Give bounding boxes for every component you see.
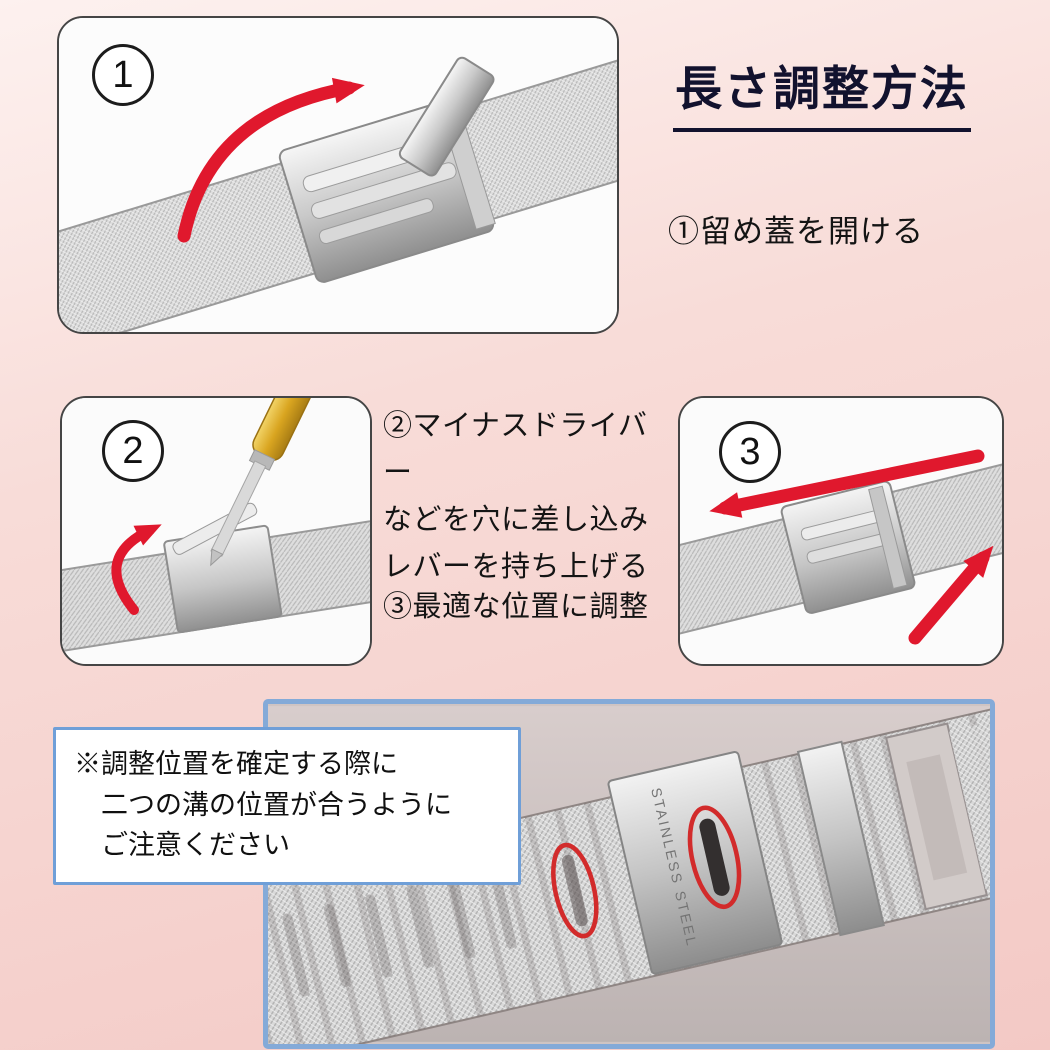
clasp-groove xyxy=(699,818,730,896)
red-curved-arrow-icon xyxy=(111,524,162,615)
red-curved-arrow-icon xyxy=(177,77,365,243)
caution-note-line: ※調整位置を確定する際に xyxy=(74,749,398,779)
step2-caption-line: ②マイナスドライバー xyxy=(383,410,648,489)
page-title-text: 長さ調整方法 xyxy=(673,50,971,132)
step3-number-badge: 3 xyxy=(719,421,781,483)
step2-caption-line: レバーを持ち上げる xyxy=(383,550,649,583)
red-arrow-up-right-icon xyxy=(908,545,994,645)
panel-step3-photo: 3 xyxy=(678,396,1004,666)
screwdriver-lever-photo xyxy=(62,398,370,664)
band-keeper xyxy=(796,740,885,937)
flathead-screwdriver xyxy=(210,398,328,567)
red-arrow-left-icon xyxy=(709,449,985,518)
step3-caption: ③最適な位置に調整 xyxy=(383,591,649,623)
step3-number: 3 xyxy=(739,430,761,473)
step1-caption: ①留め蓋を開ける xyxy=(668,214,924,249)
step2-number: 2 xyxy=(122,429,144,472)
open-clasp-lid xyxy=(398,56,495,177)
step2-caption: ②マイナスドライバー などを穴に差し込み レバーを持ち上げる xyxy=(383,403,675,591)
step2-caption-line: などを穴に差し込み xyxy=(383,503,649,536)
red-oval-highlight-band-groove xyxy=(551,842,599,939)
panel-step1-photo: 1 xyxy=(57,16,619,334)
caution-note-line: 二つの溝の位置が合うように xyxy=(101,789,452,820)
band-groove xyxy=(561,854,588,927)
panel-step2-photo: 2 xyxy=(60,396,372,666)
step2-number-badge: 2 xyxy=(102,420,164,482)
caution-note: ※調整位置を確定する際に 二つの溝の位置が合うように ご注意ください xyxy=(53,727,521,885)
red-oval-highlight-clasp-groove xyxy=(687,805,742,910)
step1-number-badge: 1 xyxy=(92,44,154,106)
caution-note-line: ご注意ください xyxy=(101,830,290,860)
page-title: 長さ調整方法 xyxy=(648,50,996,132)
step1-number: 1 xyxy=(112,53,134,96)
